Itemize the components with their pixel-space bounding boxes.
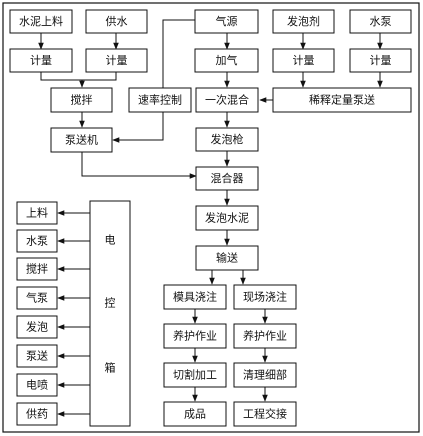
node-dilute-pump	[272, 87, 412, 113]
label-add-air: 加气	[216, 53, 238, 67]
label-pump-machine: 泵送机	[65, 133, 98, 147]
label-control-box-1: 电	[105, 234, 116, 247]
node-meter-3	[272, 48, 335, 73]
node-speed-control	[128, 87, 192, 113]
node-foam-cement	[195, 205, 259, 231]
label-mixer: 混合器	[211, 171, 244, 185]
label-mold-casting: 模具浇注	[173, 290, 217, 304]
label-control-box-3: 箱	[105, 361, 116, 375]
label-clean-detail: 清理细部	[243, 368, 287, 382]
node-meter-1	[9, 48, 73, 73]
node-cutting	[163, 362, 227, 388]
node-meter-2	[85, 48, 148, 73]
label-ctrl-spray: 电喷	[26, 379, 48, 392]
label-foaming-agent: 发泡剂	[287, 14, 320, 28]
label-cutting: 切割加工	[173, 368, 217, 382]
label-stirring: 搅拌	[71, 93, 93, 107]
line-meter2-to-stirring	[82, 72, 117, 81]
label-control-box-2: 控	[105, 296, 116, 310]
label-ctrl-dose: 供药	[26, 407, 48, 421]
node-water-supply	[85, 9, 148, 34]
label-ctrl-feed: 上料	[26, 206, 48, 220]
node-water-pump-top	[349, 9, 412, 34]
label-cement-feed: 水泥上料	[19, 14, 63, 28]
node-stirring	[50, 87, 113, 113]
node-ctrl-airpump	[16, 286, 58, 310]
label-site-casting: 现场浇注	[243, 290, 287, 304]
node-ctrl-pump	[16, 229, 58, 253]
node-curing-2	[233, 323, 297, 349]
label-conveying: 输送	[216, 251, 238, 265]
node-air-source	[194, 9, 259, 34]
label-meter-4: 计量	[370, 54, 392, 67]
node-ctrl-stir	[16, 257, 58, 281]
label-primary-mix: 一次混合	[205, 93, 249, 107]
label-water-pump-top: 水泵	[370, 15, 392, 28]
connectors	[38, 19, 383, 417]
label-ctrl-pump: 水泵	[26, 235, 48, 248]
arrow-pumpmachine-to-mixer	[81, 152, 197, 179]
node-foam-gun	[195, 127, 259, 152]
label-ctrl-airpump: 气泵	[26, 291, 48, 305]
node-mold-casting	[163, 284, 227, 310]
node-site-casting	[233, 284, 297, 310]
label-meter-2: 计量	[106, 54, 128, 67]
label-foam-gun: 发泡枪	[211, 132, 244, 146]
node-ctrl-deliver	[16, 344, 58, 368]
node-meter-4	[349, 48, 412, 73]
node-add-air	[194, 48, 259, 73]
label-speed-control: 速率控制	[138, 93, 182, 107]
label-dilute-pump: 稀释定量泵送	[309, 93, 375, 107]
node-foaming-agent	[272, 9, 335, 34]
label-water-supply: 供水	[106, 14, 128, 28]
label-product: 成品	[184, 408, 206, 421]
node-ctrl-dose	[16, 402, 58, 426]
node-pump-machine	[50, 127, 113, 153]
node-cement-feed	[9, 9, 73, 34]
node-ctrl-foam	[16, 315, 58, 339]
label-curing-2: 养护作业	[243, 329, 287, 343]
label-meter-3: 计量	[293, 54, 315, 67]
arrow-meter1-to-stirring	[40, 72, 85, 88]
label-ctrl-stir: 搅拌	[26, 262, 48, 276]
label-meter-1: 计量	[30, 54, 52, 67]
label-handover: 工程交接	[243, 407, 287, 421]
label-ctrl-deliver: 泵送	[26, 349, 48, 363]
node-control-box	[89, 200, 131, 427]
label-air-source: 气源	[216, 14, 238, 28]
label-curing-1: 养护作业	[173, 329, 217, 343]
node-product	[163, 401, 227, 427]
outer-frame	[2, 2, 420, 433]
label-foam-cement: 发泡水泥	[205, 211, 249, 225]
node-ctrl-feed	[16, 201, 58, 225]
arrow-speedcontrol-to-pumpmachine	[112, 19, 195, 143]
node-conveying	[195, 245, 259, 271]
node-mixer	[195, 166, 259, 191]
label-ctrl-foam: 发泡	[26, 320, 48, 334]
node-primary-mix	[195, 87, 259, 113]
node-clean-detail	[233, 362, 297, 388]
node-handover	[233, 401, 297, 427]
node-curing-1	[163, 323, 227, 349]
node-ctrl-spray	[16, 373, 58, 397]
